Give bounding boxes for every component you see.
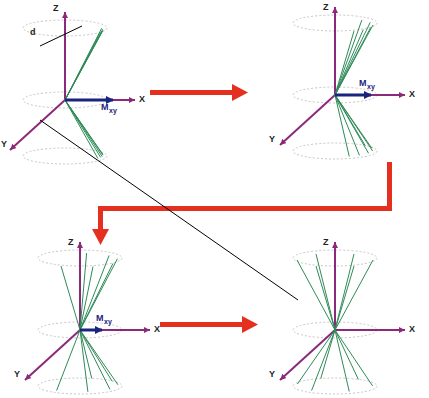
axis-label: X: [154, 325, 160, 334]
axis-label: Z: [323, 3, 329, 12]
spin-vector: [321, 330, 335, 379]
precession-ellipse: [38, 378, 122, 394]
axis-label: Y: [269, 370, 275, 379]
spin-vector: [80, 267, 93, 330]
vector-label: xy: [109, 107, 117, 114]
axis-line: [280, 330, 335, 380]
spin-vector: [335, 27, 371, 95]
spin-vector: [316, 254, 335, 330]
spin-vector: [312, 330, 335, 391]
spin-vector: [335, 31, 354, 95]
vector-label: xy: [367, 83, 375, 90]
spin-vector: [65, 33, 100, 100]
spin-vector: [335, 330, 358, 379]
leader-line: [40, 26, 82, 46]
spin-vector: [335, 22, 370, 95]
magnetization-vector: [335, 94, 371, 97]
axis-line: [280, 95, 335, 145]
vector-label: M: [96, 314, 104, 323]
spin-vector: [335, 330, 373, 386]
spin-vector: [335, 95, 349, 156]
spin-vector: [335, 330, 349, 391]
axis-label: Z: [53, 4, 59, 13]
axis-line: [80, 329, 150, 331]
vector-label: M: [101, 103, 109, 112]
axis-label: X: [409, 90, 415, 99]
spin-vector: [61, 266, 80, 330]
spin-vector: [65, 30, 103, 100]
axis-label: X: [139, 95, 145, 104]
axis-label: Y: [1, 140, 7, 149]
spin-vector: [335, 20, 362, 95]
axis-line: [10, 100, 65, 150]
magnetization-vector: [65, 99, 113, 102]
leader-line: [40, 120, 298, 300]
vector-label: M: [359, 79, 367, 88]
spin-vector: [65, 100, 98, 159]
spin-vector: [335, 260, 373, 330]
spin-vector: [335, 95, 369, 153]
axis-line: [335, 94, 405, 96]
spin-vector: [80, 330, 92, 378]
step-arrow: [92, 84, 392, 333]
axis-line: [334, 7, 336, 95]
precession-ellipse: [23, 148, 107, 164]
axis-label: Z: [323, 238, 329, 247]
spin-vector: [80, 330, 110, 389]
spin-vector: [65, 29, 103, 100]
spin-vector: [57, 330, 80, 391]
magnetization-vector: [80, 329, 102, 332]
spin-vector: [65, 31, 102, 100]
axis-line: [25, 330, 80, 380]
spin-vector: [65, 28, 102, 100]
spin-vector: [297, 330, 335, 384]
axis-label: Z: [68, 238, 74, 247]
spin-vector: [80, 264, 113, 331]
precession-ellipse: [293, 378, 377, 394]
axis-line: [335, 329, 405, 331]
spin-vector: [297, 260, 335, 330]
axis-label: Y: [269, 135, 275, 144]
axis-label: Y: [14, 370, 20, 379]
axis-label: X: [409, 325, 415, 334]
callout-fragment: d: [30, 28, 36, 37]
spin-vector: [80, 330, 88, 392]
spin-vector: [65, 100, 102, 156]
axis-line: [334, 242, 336, 330]
vector-label: xy: [104, 318, 112, 325]
axis-line: [65, 99, 135, 101]
spin-vector: [335, 254, 354, 330]
axis-line: [64, 12, 66, 100]
spin-vector: [80, 259, 117, 330]
